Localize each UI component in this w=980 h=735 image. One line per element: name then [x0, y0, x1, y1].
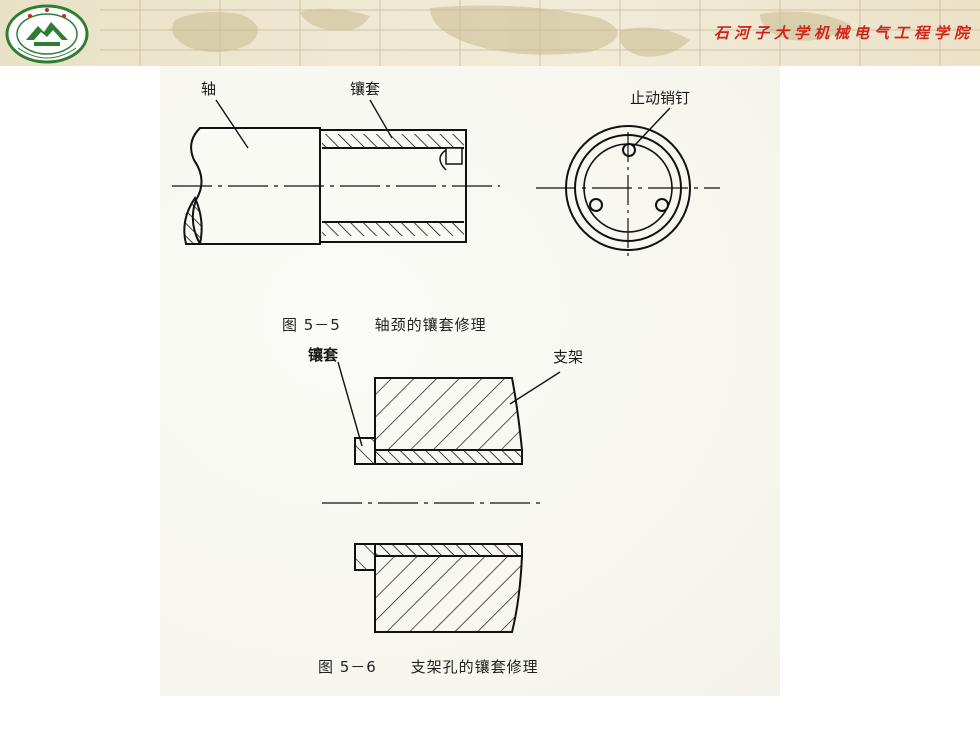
caption-figure-5-6: 图 5－6 支架孔的镶套修理	[318, 656, 539, 677]
caption-text: 轴颈的镶套修理	[374, 316, 487, 334]
label-sleeve: 镶套	[350, 80, 381, 98]
caption-text-2: 支架孔的镶套修理	[410, 658, 539, 676]
figure-5-6-section	[322, 361, 561, 633]
caption-figure-5-5: 图 5－5 轴颈的镶套修理	[282, 314, 487, 335]
label-stop-pin: 止动销钉	[630, 89, 691, 107]
university-seal-icon	[5, 4, 89, 64]
world-map-background	[100, 0, 980, 66]
caption-number-2: 图 5－6	[318, 658, 377, 676]
label-sleeve-2: 镶套	[308, 346, 339, 364]
figure-5-5-side-view	[172, 99, 500, 245]
label-shaft: 轴	[201, 80, 217, 98]
label-bracket: 支架	[553, 348, 584, 366]
org-name: 石河子大学机械电气工程学院	[713, 24, 974, 42]
header-banner: 石河子大学机械电气工程学院	[0, 0, 980, 66]
figure-5-5-end-view	[536, 107, 720, 260]
caption-number: 图 5－5	[282, 316, 341, 334]
